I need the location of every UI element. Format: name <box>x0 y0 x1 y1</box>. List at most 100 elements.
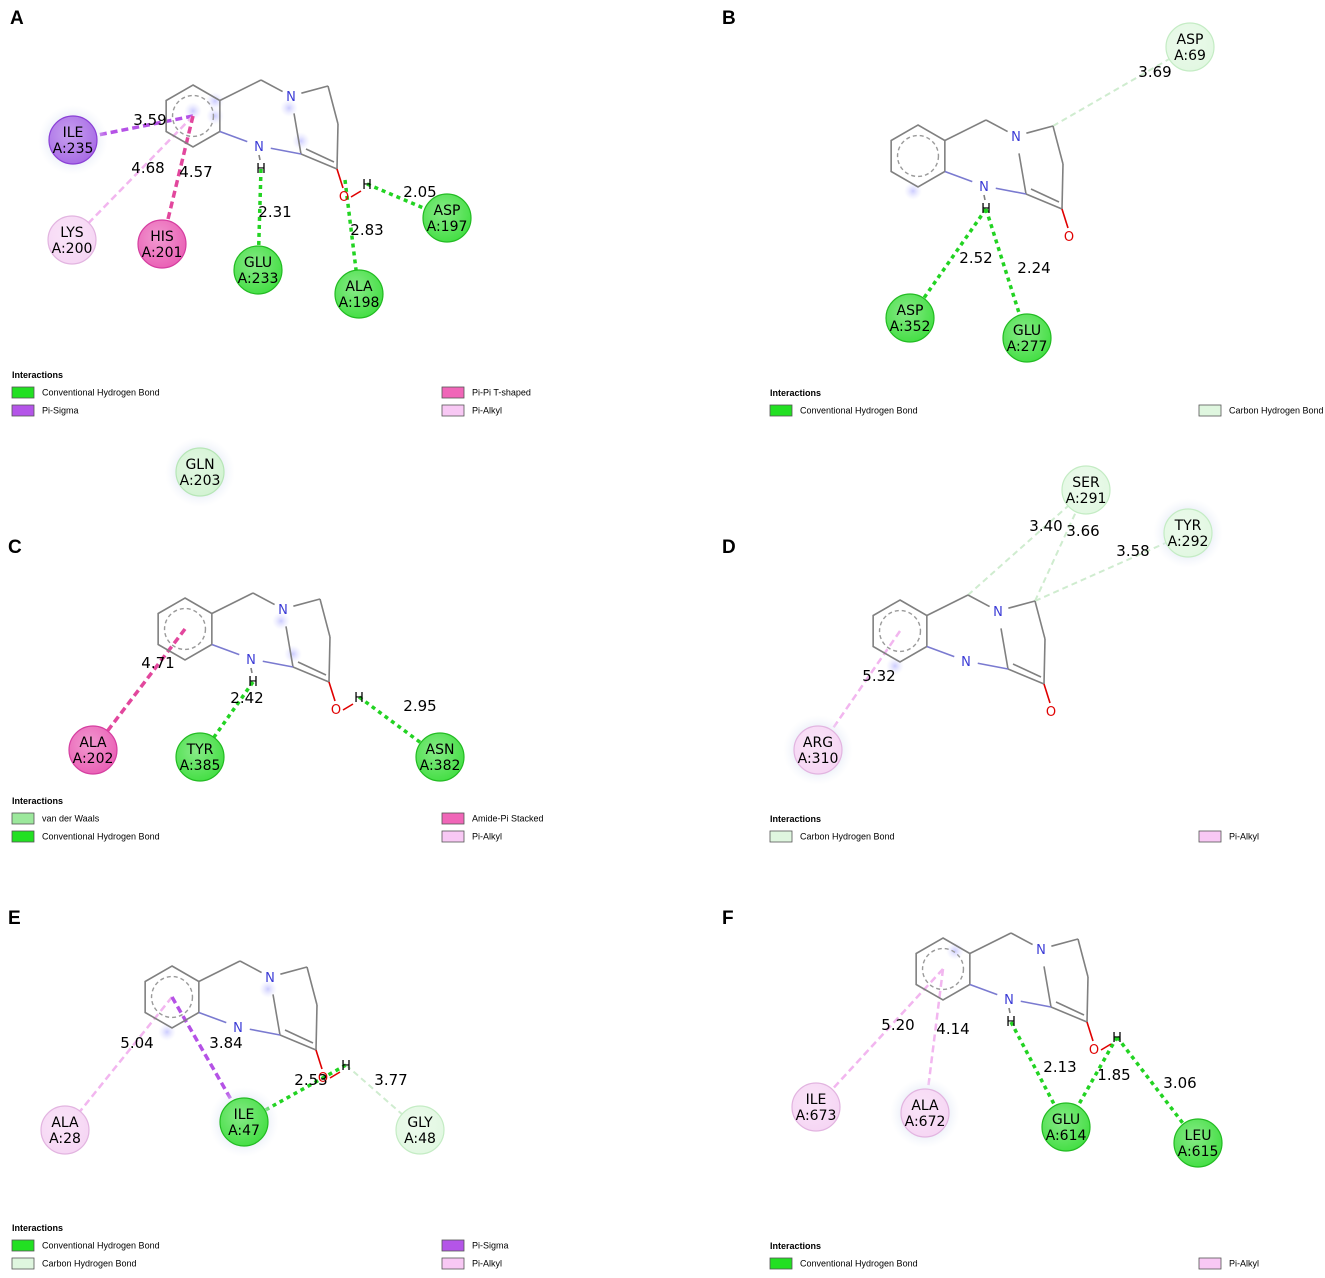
bond <box>336 168 344 189</box>
distance-label: 3.06 <box>1163 1074 1196 1092</box>
interaction-line <box>170 996 246 1123</box>
bond <box>1050 1006 1088 1023</box>
distance-label: 2.53 <box>294 1071 327 1089</box>
legend-title: Interactions <box>770 388 821 398</box>
atom-glow <box>292 132 310 150</box>
bond <box>329 1071 341 1079</box>
bond <box>1100 1043 1112 1051</box>
bond <box>198 1011 227 1024</box>
residue-name: ALA <box>345 279 373 295</box>
residue-name: ASN <box>426 742 455 758</box>
distance-label: 2.95 <box>403 697 436 715</box>
residue-chain: A:235 <box>53 141 94 157</box>
residue-disc <box>175 732 225 782</box>
atom-label: N <box>979 180 989 195</box>
legend-label: Conventional Hydrogen Bond <box>42 832 160 842</box>
residue-name: TYR <box>1174 518 1202 534</box>
distance-label: 3.66 <box>1066 522 1099 540</box>
interaction-line <box>71 115 194 241</box>
legend-swatch <box>769 830 793 843</box>
bond <box>279 1034 317 1051</box>
distance-label: 3.84 <box>209 1034 242 1052</box>
residue-chain: A:203 <box>180 473 221 489</box>
bond <box>219 130 248 143</box>
residue-disc <box>137 219 187 269</box>
residue-chain: A:48 <box>404 1131 436 1147</box>
distance-label: 5.20 <box>881 1016 914 1034</box>
bond <box>315 1049 323 1070</box>
bond <box>1025 193 1063 210</box>
bond <box>219 79 262 102</box>
legend-label: Pi-Sigma <box>472 1241 509 1251</box>
atom-label: H <box>354 691 364 706</box>
bond <box>1012 663 1042 678</box>
bond <box>967 594 990 608</box>
distance-label: 2.42 <box>230 689 263 707</box>
residue-disc <box>219 1097 269 1147</box>
interaction-line <box>923 968 945 1114</box>
residue-disc <box>47 215 97 265</box>
legend-swatch <box>1198 404 1222 417</box>
legend-label: Pi-Alkyl <box>1229 832 1259 842</box>
bond <box>1020 1000 1052 1008</box>
atom-label: H <box>256 162 266 177</box>
bond <box>315 1004 318 1051</box>
bond <box>252 592 275 606</box>
legend-label: Conventional Hydrogen Bond <box>42 1241 160 1251</box>
distance-label: 5.04 <box>120 1034 153 1052</box>
aromatic-circle <box>878 609 922 653</box>
bond <box>1086 976 1089 1023</box>
residue-disc <box>68 725 118 775</box>
legend-label: Carbon Hydrogen Bond <box>42 1259 137 1269</box>
residue-name: HIS <box>150 229 174 245</box>
atom-label: O <box>1046 705 1056 720</box>
bond <box>1077 938 1089 978</box>
legend-swatch <box>441 1239 465 1252</box>
bond <box>211 592 254 615</box>
atom-label: O <box>1064 230 1074 245</box>
legend-label: Pi-Alkyl <box>1229 1259 1259 1269</box>
legend-swatch <box>1198 1257 1222 1270</box>
atom-label: H <box>362 178 372 193</box>
distance-label: 4.68 <box>131 159 164 177</box>
bond <box>342 703 354 711</box>
aromatic-circle <box>150 975 194 1019</box>
bond <box>1030 188 1060 203</box>
distance-label: 2.31 <box>258 203 291 221</box>
bond <box>969 932 1012 955</box>
benzene-ring <box>890 124 946 188</box>
residue-chain: A:200 <box>52 241 93 257</box>
atom-label: N <box>246 653 256 668</box>
atom-glow <box>946 942 964 960</box>
residue-disc <box>233 245 283 295</box>
bond <box>272 994 281 1036</box>
legend-label: Conventional Hydrogen Bond <box>42 388 160 398</box>
interaction-line <box>816 630 902 751</box>
panel-letter: B <box>722 8 736 29</box>
legend-swatch <box>1198 830 1222 843</box>
bond <box>292 666 330 683</box>
interaction-line <box>967 489 1087 596</box>
bond <box>1034 600 1046 640</box>
residue-name: ARG <box>803 735 833 751</box>
legend-label: Conventional Hydrogen Bond <box>800 1259 918 1269</box>
interaction-lines <box>91 627 442 759</box>
bond <box>969 983 998 996</box>
bond <box>944 170 973 183</box>
legend-title: Interactions <box>12 370 63 380</box>
residue-disc <box>415 732 465 782</box>
panel-letter: F <box>722 908 734 929</box>
